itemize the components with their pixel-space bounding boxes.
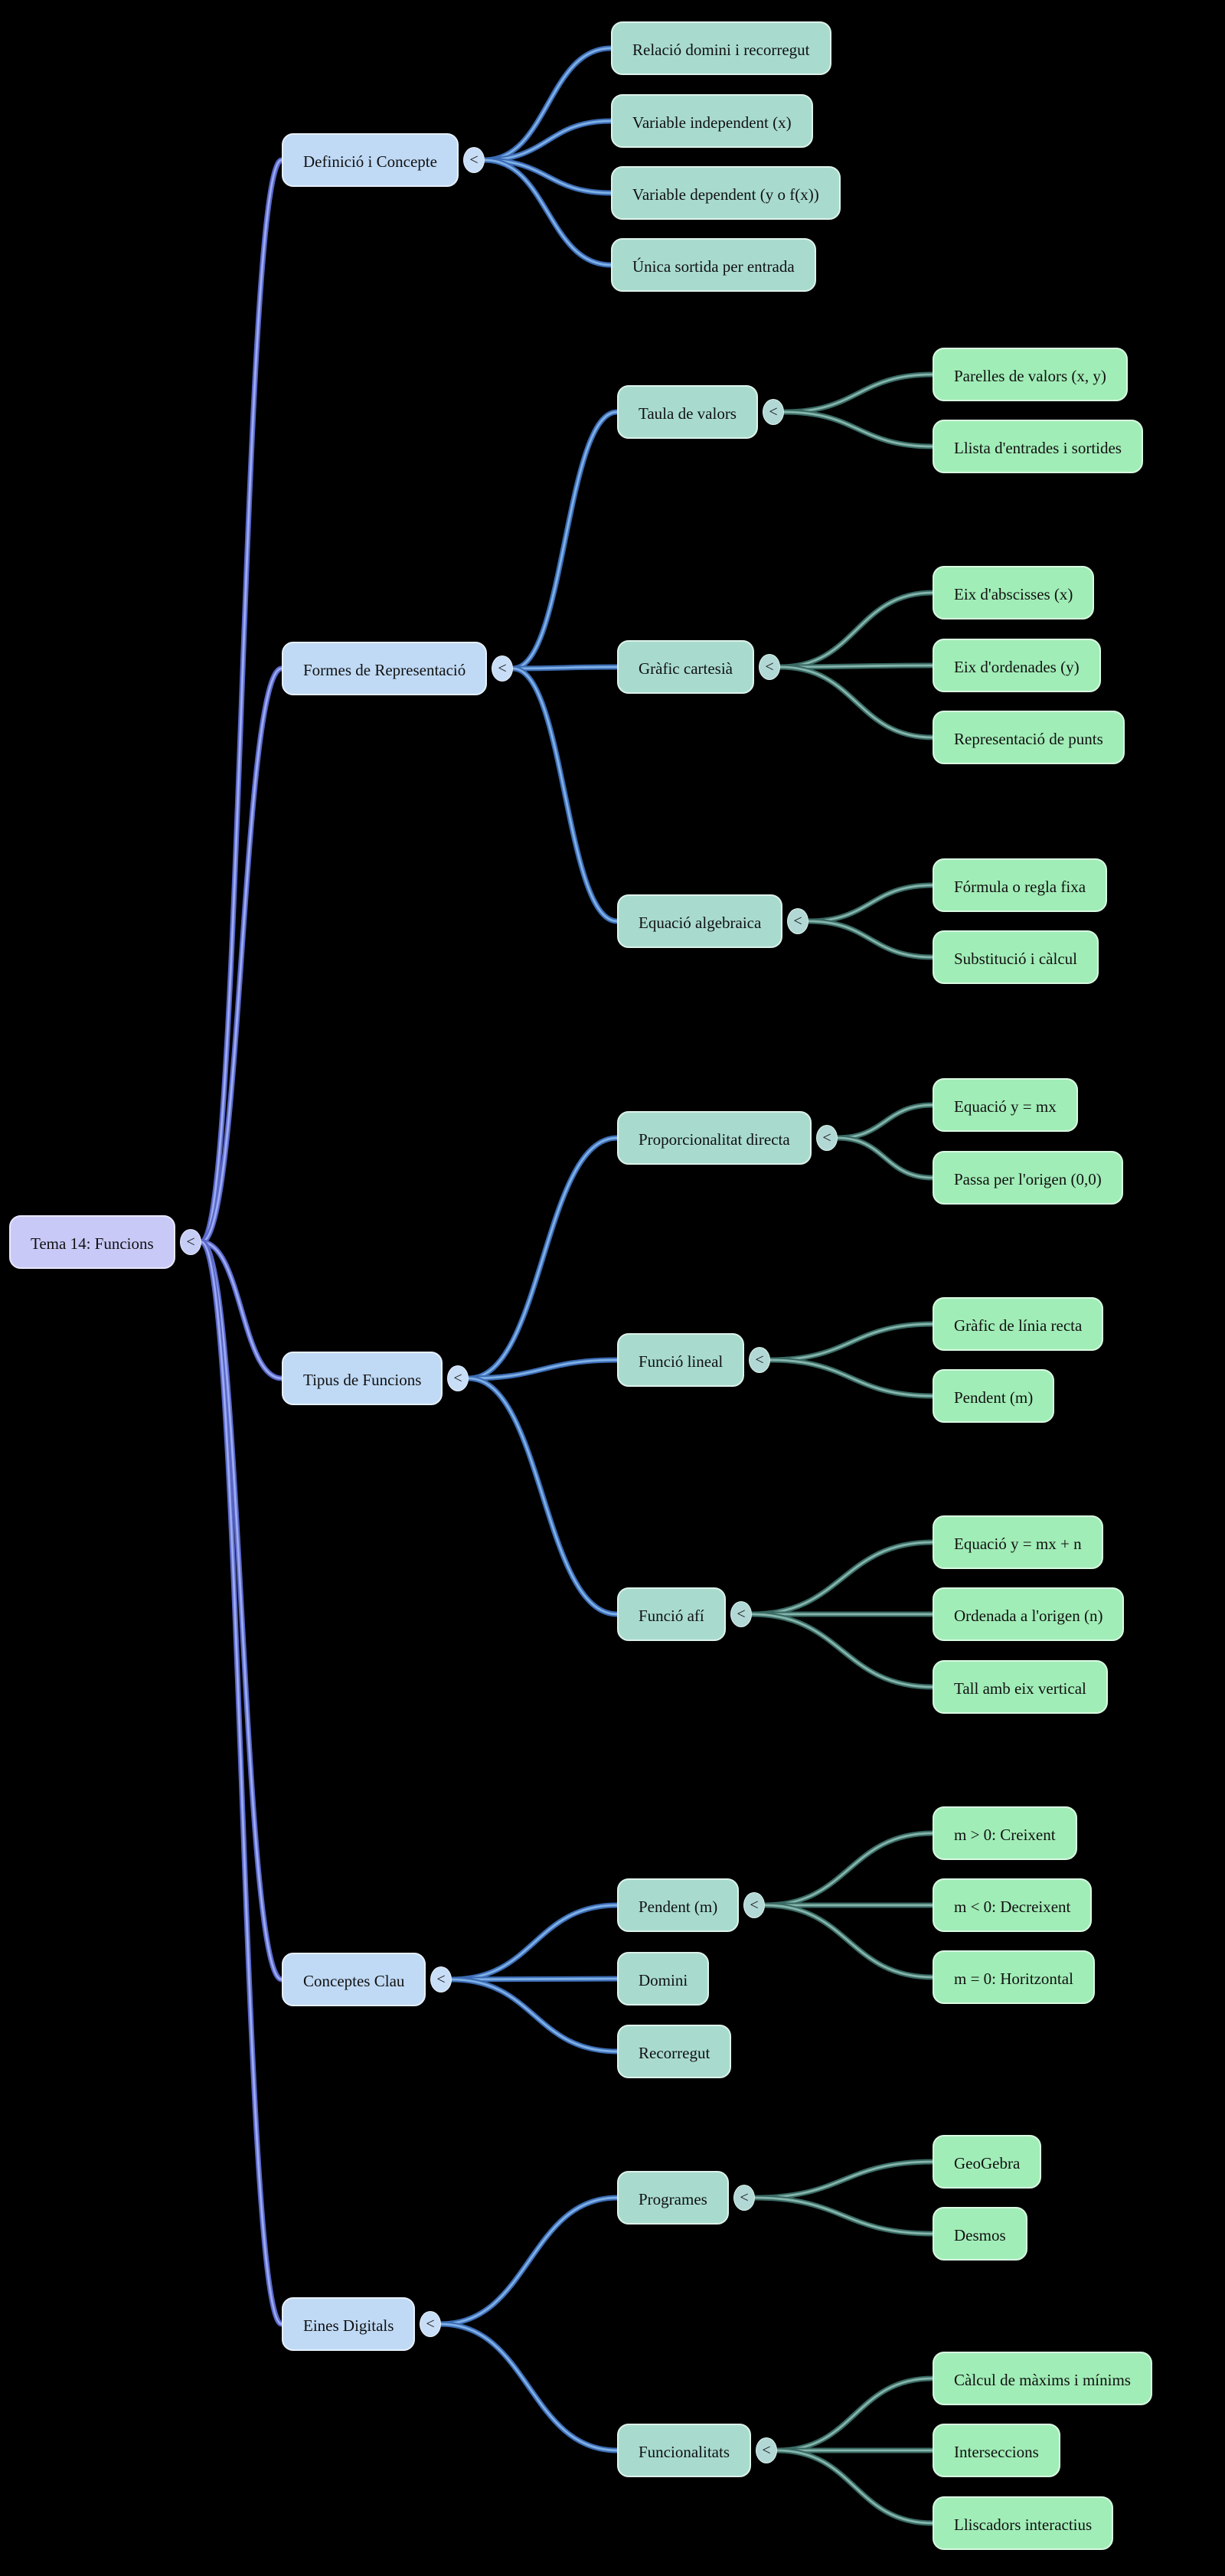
edge-n-b1-n-b1c2	[511, 667, 619, 923]
edge-n-b4c0-n-b4c0g0	[753, 2160, 934, 2199]
edge-n-b2c0-n-b2c0g0	[836, 1103, 934, 1139]
edge-n-root-n-b2	[200, 1241, 283, 1380]
node-variable-independent-x[interactable]: Variable independent (x)	[611, 94, 813, 148]
edge-n-b4c0-n-b4c0g1	[753, 2196, 934, 2235]
node-funcionalitats[interactable]: Funcionalitats	[617, 2424, 751, 2477]
edge-n-b3-n-b3c0	[450, 1904, 619, 1981]
edge-n-b1-n-b1c0	[511, 410, 619, 670]
node-m-lt-0-decreixent[interactable]: m < 0: Decreixent	[933, 1878, 1093, 1932]
collapse-toggle-tipus-de-funcions[interactable]: <	[447, 1365, 469, 1391]
collapse-toggle-pendent-m[interactable]: <	[743, 1892, 765, 1918]
node-taula-de-valors[interactable]: Taula de valors	[617, 385, 758, 439]
node-programes[interactable]: Programes	[617, 2171, 729, 2225]
node-domini[interactable]: Domini	[617, 1952, 710, 2006]
edge-n-b2c0-n-b2c0g1	[836, 1136, 934, 1179]
node-conceptes-clau[interactable]: Conceptes Clau	[282, 1953, 426, 2006]
node-ordenada-a-lorigen-n[interactable]: Ordenada a l'origen (n)	[933, 1587, 1125, 1641]
collapse-toggle-tema-14-funcions[interactable]: <	[180, 1229, 201, 1255]
node-funcio-afi[interactable]: Funció afí	[617, 1587, 726, 1641]
node-equacio-y-mx-n[interactable]: Equació y = mx + n	[933, 1515, 1103, 1569]
node-recorregut[interactable]: Recorregut	[617, 2025, 732, 2078]
node-m-gt-0-creixent[interactable]: m > 0: Creixent	[933, 1806, 1077, 1860]
edge-n-root-n-b0	[200, 159, 283, 1244]
collapse-toggle-equacio-algebraica[interactable]: <	[787, 908, 808, 934]
node-eix-dordenades-y[interactable]: Eix d'ordenades (y)	[933, 639, 1101, 692]
edge-n-b2-n-b2c1	[467, 1358, 619, 1380]
collapse-toggle-formes-de-representacio[interactable]: <	[492, 655, 513, 682]
edge-n-b1c2-n-b1c2g1	[807, 920, 934, 959]
node-relacio-domini-i-recorregut[interactable]: Relació domini i recorregut	[611, 21, 831, 75]
node-tema-14-funcions[interactable]: Tema 14: Funcions	[9, 1215, 175, 1269]
node-geogebra[interactable]: GeoGebra	[933, 2135, 1042, 2189]
node-variable-dependent-y-o-fx[interactable]: Variable dependent (y o f(x))	[611, 166, 841, 220]
edge-n-b2c1-n-b2c1g0	[769, 1322, 934, 1362]
node-substitucio-i-calcul[interactable]: Substitució i càlcul	[933, 930, 1099, 984]
node-interseccions[interactable]: Interseccions	[933, 2424, 1060, 2477]
node-lliscadors-interactius[interactable]: Lliscadors interactius	[933, 2496, 1114, 2550]
edge-n-b0-n-b0c1	[483, 119, 612, 162]
node-funcio-lineal[interactable]: Funció lineal	[617, 1333, 745, 1387]
edge-n-root-n-b3	[200, 1241, 283, 1981]
edge-n-b2c2-n-b2c2g2	[750, 1613, 934, 1688]
edge-n-b3c0-n-b3c0g0	[763, 1832, 934, 1907]
edge-n-b0-n-b0c3	[483, 159, 612, 266]
edge-n-b1c1-n-b1c1g2	[779, 665, 934, 739]
node-grafic-de-linia-recta[interactable]: Gràfic de línia recta	[933, 1297, 1104, 1351]
node-passa-per-lorigen-0-0[interactable]: Passa per l'origen (0,0)	[933, 1151, 1123, 1205]
edge-n-b2-n-b2c0	[467, 1136, 619, 1380]
collapse-toggle-funcionalitats[interactable]: <	[756, 2437, 777, 2463]
node-equacio-y-mx[interactable]: Equació y = mx	[933, 1078, 1078, 1132]
edge-n-b3c0-n-b3c0g2	[763, 1904, 934, 1979]
node-parelles-de-valors-x-y[interactable]: Parelles de valors (x, y)	[933, 348, 1128, 401]
node-eines-digitals[interactable]: Eines Digitals	[282, 2297, 416, 2351]
collapse-toggle-eines-digitals[interactable]: <	[420, 2311, 441, 2337]
node-eix-dabscisses-x[interactable]: Eix d'abscisses (x)	[933, 566, 1095, 619]
edge-n-b0-n-b0c0	[483, 47, 612, 162]
node-tipus-de-funcions[interactable]: Tipus de Funcions	[282, 1352, 443, 1405]
edge-n-root-n-b4	[200, 1241, 283, 2326]
edge-n-b1c1-n-b1c1g0	[779, 591, 934, 669]
node-equacio-algebraica[interactable]: Equació algebraica	[617, 894, 783, 948]
edge-n-b2c2-n-b2c2g0	[750, 1541, 934, 1616]
edge-n-b2-n-b2c2	[467, 1377, 619, 1616]
collapse-toggle-funcio-afi[interactable]: <	[730, 1601, 752, 1627]
node-llista-dentrades-i-sortides[interactable]: Llista d'entrades i sortides	[933, 420, 1143, 473]
collapse-toggle-proporcionalitat-directa[interactable]: <	[816, 1125, 838, 1151]
collapse-toggle-definicio-i-concepte[interactable]: <	[463, 147, 485, 173]
node-grafic-cartesia[interactable]: Gràfic cartesià	[617, 640, 754, 694]
edge-n-b4-n-b4c1	[439, 2323, 619, 2452]
node-pendent-m[interactable]: Pendent (m)	[617, 1878, 740, 1932]
collapse-toggle-taula-de-valors[interactable]: <	[763, 399, 784, 425]
edge-n-b1-n-b1c1	[511, 665, 619, 670]
collapse-toggle-funcio-lineal[interactable]: <	[749, 1347, 770, 1373]
edge-n-b4-n-b4c0	[439, 2196, 619, 2326]
node-formula-o-regla-fixa[interactable]: Fórmula o regla fixa	[933, 858, 1108, 912]
edge-n-b1c0-n-b1c0g0	[782, 373, 934, 414]
node-m-eq-0-horitzontal[interactable]: m = 0: Horitzontal	[933, 1950, 1095, 2004]
node-representacio-de-punts[interactable]: Representació de punts	[933, 711, 1125, 764]
edge-n-b1c2-n-b1c2g0	[807, 884, 934, 923]
node-pendent-m-lineal[interactable]: Pendent (m)	[933, 1369, 1055, 1423]
collapse-toggle-grafic-cartesia[interactable]: <	[759, 654, 780, 680]
edge-n-b4c1-n-b4c1g0	[776, 2377, 934, 2452]
edge-n-b3-n-b3c2	[450, 1978, 619, 2053]
node-proporcionalitat-directa[interactable]: Proporcionalitat directa	[617, 1111, 812, 1165]
node-unica-sortida-per-entrada[interactable]: Única sortida per entrada	[611, 238, 816, 292]
edge-n-b1c1-n-b1c1g1	[779, 664, 934, 669]
collapse-toggle-programes[interactable]: <	[733, 2185, 755, 2211]
node-desmos[interactable]: Desmos	[933, 2207, 1027, 2261]
node-tall-amb-eix-vertical[interactable]: Tall amb eix vertical	[933, 1660, 1108, 1714]
edge-n-b4c1-n-b4c1g2	[776, 2449, 934, 2525]
node-formes-de-representacio[interactable]: Formes de Representació	[282, 642, 488, 695]
edge-n-b2c1-n-b2c1g1	[769, 1358, 934, 1398]
collapse-toggle-conceptes-clau[interactable]: <	[430, 1966, 452, 1992]
edge-n-root-n-b1	[200, 667, 283, 1244]
node-calcul-de-maxims-i-minims[interactable]: Càlcul de màxims i mínims	[933, 2352, 1152, 2405]
edge-n-b0-n-b0c2	[483, 159, 612, 195]
node-definicio-i-concepte[interactable]: Definició i Concepte	[282, 133, 459, 187]
edge-n-b1c0-n-b1c0g1	[782, 410, 934, 448]
